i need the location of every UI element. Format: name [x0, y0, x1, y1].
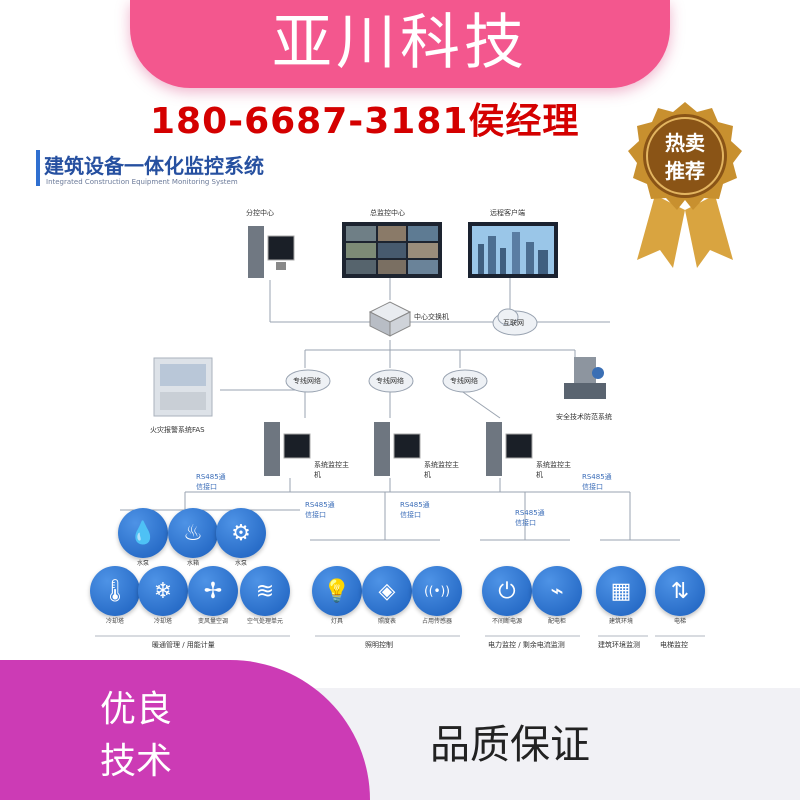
main-center-label: 总监控中心 [370, 209, 405, 217]
rs485-label: RS485通信接口 [400, 501, 430, 519]
hot-sale-badge: 热卖 推荐 [628, 102, 742, 268]
private-net-cloud-icon [368, 369, 414, 393]
bottom-left-line2: 技术 [100, 741, 173, 782]
signal-icon: ((•)) [412, 566, 462, 616]
badge-ribbon-right [685, 195, 733, 268]
private-net-label: 专线网络 [450, 377, 478, 385]
private-net-cloud-icon [442, 369, 488, 393]
pump-icon: ⚙ [216, 508, 266, 558]
top-banner [130, 0, 670, 88]
device-label: 配电柜 [547, 618, 566, 625]
group-label-lighting: 照明控制 [365, 641, 393, 649]
rs485-label: RS485通信接口 [582, 473, 612, 491]
contact-phone: 180-6687-3181侯经理 [150, 101, 580, 142]
rs485-label: RS485通信接口 [515, 509, 545, 527]
device-label: 占用传感器 [421, 618, 452, 625]
rs485-label: RS485通信接口 [305, 501, 335, 519]
device-label: 水泵 [234, 560, 247, 567]
host-label: 系统监控主机 [536, 461, 571, 479]
device-ups: ⏻ 不间断电源 [482, 566, 537, 625]
quality-guarantee: 品质保证 [430, 722, 590, 768]
video-wall-icon [342, 222, 442, 278]
power-icon: ⏻ [482, 566, 532, 616]
device-water-pump: 💧 水泵 [118, 508, 173, 567]
brand-title: 亚川科技 [272, 8, 528, 78]
device-elevator: ⇅ 电梯 [655, 566, 710, 625]
system-subtitle: Integrated Construction Equipment Monito… [46, 178, 238, 186]
badge-ribbon-left [637, 195, 685, 268]
private-net-cloud-icon [285, 369, 331, 393]
sub-center-label: 分控中心 [246, 209, 274, 217]
center-switch-icon [368, 301, 412, 337]
bottom-left-panel [0, 660, 370, 800]
device-label: 不间断电源 [491, 618, 522, 625]
fire-alarm-label: 火灾报警系统FAS [150, 426, 205, 434]
host-label: 系统监控主机 [314, 461, 349, 479]
remote-screen-icon [468, 222, 558, 278]
device-label: 冷却塔 [153, 618, 172, 625]
sensor-icon: ◈ [362, 566, 412, 616]
device-label: 灯具 [330, 618, 343, 625]
device-label: 冷却塔 [105, 618, 124, 625]
elevator-icon: ⇅ [655, 566, 705, 616]
thermometer-icon: 🌡 [90, 566, 140, 616]
device-label: 水箱 [186, 560, 199, 567]
badge-seal [628, 102, 742, 210]
device-ahu: ≋ 空气处理单元 [240, 566, 295, 625]
sub-center-computer-icon [248, 226, 295, 278]
switch-label: 中心交换机 [414, 313, 449, 321]
badge-line2: 推荐 [665, 159, 705, 183]
device-label: 电梯 [673, 618, 686, 625]
group-label-elevator: 电梯监控 [660, 641, 688, 649]
title-accent-bar [36, 150, 40, 186]
device-label: 建筑环境 [608, 618, 633, 625]
device-water-tank: ♨ 水箱 [168, 508, 223, 567]
device-label: 水泵 [136, 560, 149, 567]
fan-icon: ✢ [188, 566, 238, 616]
device-label: 空气处理单元 [246, 618, 283, 625]
group-label-hvac: 暖通管理 / 用能计量 [152, 641, 215, 649]
remote-client-label: 远程客户端 [490, 209, 525, 217]
monitor-host-icon [264, 422, 311, 476]
group-label-environment: 建筑环境监测 [598, 641, 640, 649]
device-environment: ▦ 建筑环境 [596, 566, 651, 625]
monitor-icon: ▦ [596, 566, 646, 616]
airflow-icon: ≋ [240, 566, 290, 616]
security-label: 安全技术防范系统 [556, 413, 612, 421]
host-label: 系统监控主机 [424, 461, 459, 479]
monitor-host-icon [374, 422, 421, 476]
device-lux: ◈ 照度表 [362, 566, 417, 625]
fire-alarm-console-icon [153, 357, 213, 417]
badge-line1: 热卖 [665, 131, 705, 155]
device-label: 照度表 [377, 618, 396, 625]
security-station-icon [564, 357, 606, 399]
rs485-label: RS485通信接口 [196, 473, 226, 491]
bottom-right-panel [300, 688, 800, 800]
snowflake-icon: ❄ [138, 566, 188, 616]
bulb-icon: 💡 [312, 566, 362, 616]
device-occupancy: ((•)) 占用传感器 [412, 566, 467, 625]
device-distribution: ⌁ 配电柜 [532, 566, 587, 625]
internet-label: 互联网 [503, 319, 524, 327]
device-vav: ✢ 变风量空调 [188, 566, 243, 625]
group-label-power: 电力监控 / 剩余电流监测 [488, 641, 565, 649]
device-chiller: ❄ 冷却塔 [138, 566, 193, 625]
tower-icon: ♨ [168, 508, 218, 558]
internet-cloud-icon [492, 308, 538, 336]
system-title: 建筑设备一体化监控系统 [44, 154, 264, 178]
device-lamp: 💡 灯具 [312, 566, 367, 625]
monitor-host-icon [486, 422, 533, 476]
private-net-label: 专线网络 [293, 377, 321, 385]
device-pump: ⚙ 水泵 [216, 508, 271, 567]
bottom-left-line1: 优良 [100, 689, 173, 730]
meter-icon: ⌁ [532, 566, 582, 616]
device-label: 变风量空调 [197, 618, 228, 625]
water-tank-icon: 💧 [118, 508, 168, 558]
device-cooling-tower: 🌡 冷却塔 [90, 566, 145, 625]
private-net-label: 专线网络 [376, 377, 404, 385]
